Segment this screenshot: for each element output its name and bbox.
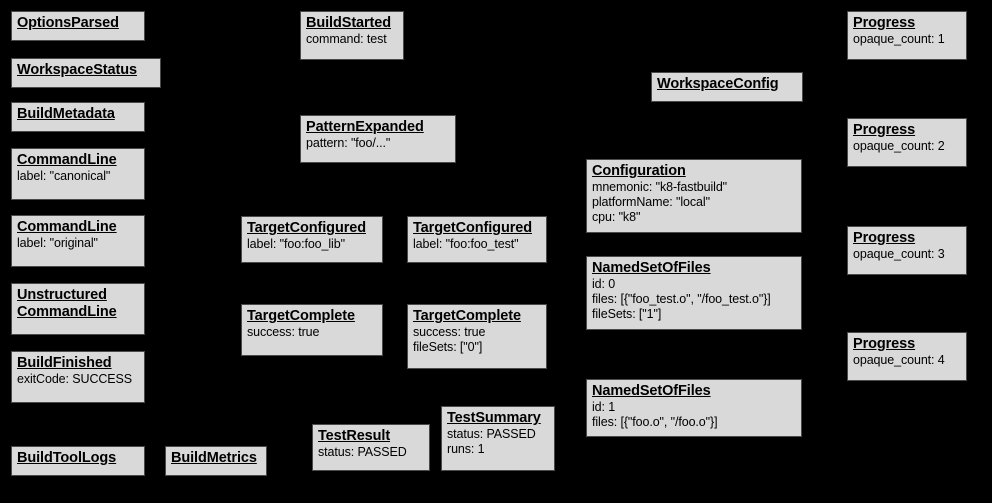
node-field: opaque_count: 2: [853, 139, 945, 153]
node-title: WorkspaceStatus: [17, 62, 137, 78]
node-field: opaque_count: 3: [853, 247, 945, 261]
node-field: opaque_count: 1: [853, 32, 945, 46]
node-field: mnemonic: "k8-fastbuild": [592, 180, 728, 194]
node-title: TestSummary: [447, 410, 541, 426]
node-title: CommandLine: [17, 152, 117, 168]
node-field: id: 1: [592, 400, 616, 414]
node-field: cpu: "k8": [592, 210, 641, 224]
node-title: TargetComplete: [247, 308, 355, 324]
node-title: BuildMetadata: [17, 106, 115, 122]
node-title: Progress: [853, 336, 916, 352]
node-title: WorkspaceConfig: [657, 76, 779, 92]
node-field: id: 0: [592, 277, 616, 291]
node-build-tool-logs[interactable]: BuildToolLogs: [11, 446, 145, 476]
node-title: BuildFinished: [17, 355, 112, 371]
node-title: NamedSetOfFiles: [592, 383, 711, 399]
node-field: files: [{"foo_test.o", "/foo_test.o"}]: [592, 292, 771, 306]
node-field: runs: 1: [447, 442, 485, 456]
node-title: NamedSetOfFiles: [592, 260, 711, 276]
node-title: TargetConfigured: [247, 220, 366, 236]
node-field: label: "original": [17, 236, 98, 250]
node-title: OptionsParsed: [17, 15, 119, 31]
node-title: BuildStarted: [306, 15, 392, 31]
node-field: exitCode: SUCCESS: [17, 372, 133, 386]
node-field: files: [{"foo.o", "/foo.o"}]: [592, 415, 718, 429]
node-field: success: true: [413, 325, 486, 339]
node-options-parsed[interactable]: OptionsParsed: [11, 11, 145, 41]
node-field: status: PASSED: [318, 445, 407, 459]
node-title: BuildMetrics: [171, 450, 257, 466]
node-field: label: "foo:foo_lib": [247, 237, 345, 251]
node-field: success: true: [247, 325, 320, 339]
node-field: pattern: "foo/...": [306, 136, 391, 150]
node-title: TargetComplete: [413, 308, 521, 324]
node-field: status: PASSED: [447, 427, 536, 441]
node-title: Unstructured CommandLine: [17, 287, 117, 320]
node-field: label: "foo:foo_test": [413, 237, 519, 251]
node-title: BuildToolLogs: [17, 450, 117, 466]
node-title: TargetConfigured: [413, 220, 532, 236]
node-field: platformName: "local": [592, 195, 710, 209]
node-title: PatternExpanded: [306, 119, 424, 135]
node-title: Progress: [853, 122, 916, 138]
node-field: command: test: [306, 32, 387, 46]
node-field: fileSets: ["1"]: [592, 307, 662, 321]
node-build-metrics[interactable]: BuildMetrics: [165, 446, 267, 476]
node-title: CommandLine: [17, 219, 117, 235]
node-title: TestResult: [318, 428, 391, 444]
node-unstructured-command-line[interactable]: Unstructured CommandLine: [11, 283, 145, 335]
node-title: Progress: [853, 230, 916, 246]
node-build-metadata[interactable]: BuildMetadata: [11, 102, 145, 132]
node-field: fileSets: ["0"]: [413, 340, 483, 354]
node-workspace-config[interactable]: WorkspaceConfig: [651, 72, 803, 102]
node-field: label: "canonical": [17, 169, 111, 183]
node-title: Configuration: [592, 163, 686, 179]
node-workspace-status[interactable]: WorkspaceStatus: [11, 58, 161, 88]
node-field: opaque_count: 4: [853, 353, 945, 367]
node-title: Progress: [853, 15, 916, 31]
